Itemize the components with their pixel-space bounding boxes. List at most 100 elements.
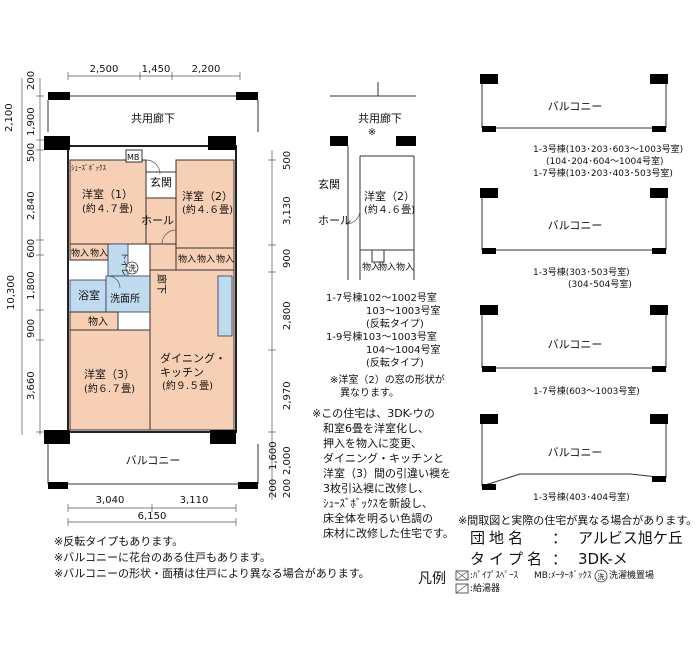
type-value: 3DK-メ (578, 550, 628, 568)
label-closet-c: 物入 (88, 315, 108, 328)
renovation-note: ※この住宅は、3DK-ウの 和室6畳を洋室化し、 押入を物入に変更、 ダイニング… (312, 406, 454, 541)
balcony-type-3 (480, 305, 668, 372)
label-western1-area: (約４.７畳) (82, 202, 133, 215)
legend-water-heater: :給湯器 (470, 584, 501, 594)
dim-left-1: 2,100 (4, 103, 15, 132)
balcony-type-4-cap-0: 1-3号棟(403･404号室) (533, 491, 630, 503)
label-shoes-box: ｼｭｰｽﾞﾎﾞｯｸｽ (71, 164, 106, 172)
legend-pipe-space: :ﾊﾟｲﾌﾟｽﾍﾟｰｽ (470, 571, 519, 581)
dim-top-0: 2,500 (90, 64, 119, 75)
label-closet-a2: 物入 (90, 247, 108, 259)
renovation-note-6: ｼｭｰｽﾞﾎﾞｯｸｽを新設し、 (312, 497, 433, 510)
bottom-notes: ※反転タイプもあります。 ※バルコニーに花台のある住戸もあります。 ※バルコニー… (54, 534, 370, 582)
dim-right-5: 1,600 (268, 441, 279, 470)
dim-left-0: 200 (26, 71, 37, 90)
kitchen-counter (217, 275, 233, 337)
dim-left-7: 10,300 (6, 275, 17, 310)
window-note-0: ※洋室（2）の窓の形状が (330, 375, 445, 386)
renovation-note-4: 洋室（3）間の引違い襖を (312, 467, 451, 480)
label-closet-b2: 物入 (197, 253, 215, 265)
label-closet-b3: 物入 (216, 253, 234, 265)
dim-left-4: 2,840 (26, 191, 37, 220)
label-hall: ホール (141, 214, 174, 227)
label-closet-b1: 物入 (178, 253, 196, 265)
right-dimensions: 500 3,130 900 2,800 2,970 1,600 2,000 20… (268, 150, 293, 500)
dim-left-6: 1,800 (26, 271, 37, 300)
dim-top-1: 1,450 (142, 64, 171, 75)
top-dimensions: 2,500 1,450 2,200 (67, 64, 241, 80)
dim-total-width: 6,150 (138, 511, 167, 522)
complex-label: 団地名 (470, 529, 528, 547)
corridor-railing (47, 92, 259, 132)
label-dk-area: (約９.５畳) (162, 379, 213, 392)
variant-entrance: 玄関 (318, 177, 340, 191)
dim-left-3: 500 (26, 143, 37, 162)
variant-plan (330, 82, 416, 280)
dim-right-8: 200 (282, 479, 293, 498)
balcony-type-1-label: バルコニー (548, 100, 603, 113)
variant-applies-4: 104～1004号室 (326, 345, 441, 356)
dim-right-2: 900 (282, 249, 293, 268)
renovation-note-2: 押入を物入に変更、 (312, 437, 422, 450)
window-note: ※洋室（2）の窓の形状が 異なります。 (330, 374, 445, 400)
variant-closet-3: 物入 (396, 261, 414, 273)
diff-note: ※間取図と実際の住宅が異なる場合があります。 (458, 514, 698, 527)
variant-closet-1: 物入 (362, 261, 380, 273)
window-note-1: 異なります。 (330, 388, 399, 399)
label-closet-a1: 物入 (71, 247, 89, 259)
label-mb: MB (127, 153, 139, 162)
label-hallway: 廊下 (155, 274, 168, 294)
type-row: タイプ名：3DK-メ (470, 550, 628, 568)
label-western3-area: (約６.７畳) (84, 382, 135, 395)
label-dk2: キッチン (160, 366, 204, 379)
complex-value: アルビス旭ケ丘 (578, 529, 683, 547)
corridor-label: 共用廊下 (131, 111, 175, 125)
legend-symbols (455, 569, 608, 594)
variant-corridor-label: 共用廊下 (358, 111, 402, 125)
variant-western2: 洋室（2） (364, 189, 415, 203)
complex-colon: ： (552, 529, 568, 547)
dim-top-2: 2,200 (192, 64, 221, 75)
balcony-type-2-cap-1: (304･504号室) (568, 278, 632, 290)
label-western2-area: (約４.６畳) (182, 203, 233, 216)
dim-bottom-1: 3,110 (180, 495, 209, 506)
balcony-type-1-cap-0: 1-3号棟(103･203･603～1003号室) (533, 143, 683, 155)
balcony-type-3-label: バルコニー (548, 338, 603, 351)
label-western2: 洋室（2） (182, 189, 233, 203)
meter-box (125, 149, 143, 163)
dim-left-9: 3,660 (26, 371, 37, 400)
room-western2 (175, 159, 235, 249)
dim-left-8: 900 (26, 319, 37, 338)
variant-western2-area: (約４.６畳) (364, 203, 415, 216)
legend-washer: 洗濯機置場 (609, 571, 655, 581)
variant-hall: ホール (318, 214, 351, 227)
bottom-note-0: ※反転タイプもあります。 (54, 535, 184, 548)
balcony-type-2 (480, 188, 668, 254)
room-western1 (69, 159, 147, 245)
label-western3: 洋室（3） (84, 367, 135, 381)
variant-applies-0: 1-7号棟102～1002号室 (326, 293, 437, 304)
dim-right-0: 500 (282, 151, 293, 170)
dim-right-1: 3,130 (282, 196, 293, 225)
washroom-area (105, 275, 151, 313)
unit-walls (44, 136, 237, 444)
balcony-label: バルコニー (126, 454, 181, 467)
renovation-note-5: 3枚引込襖に改修し、 (312, 482, 429, 495)
balcony-type-2-label: バルコニー (548, 219, 603, 232)
bath-area (69, 279, 107, 313)
label-western1: 洋室（1） (82, 187, 133, 201)
balcony-type-4-label: バルコニー (548, 446, 603, 459)
variant-mark: ※ (368, 127, 376, 138)
label-dk1: ダイニング・ (160, 351, 226, 365)
bottom-note-2: ※バルコニーの形状・面積は住戸により異なる場合があります。 (54, 567, 370, 580)
left-dimensions: 200 2,100 1,900 500 2,840 600 1,800 10,3… (4, 71, 44, 435)
dim-left-2: 1,900 (26, 107, 37, 136)
hall-area (145, 197, 177, 245)
label-toilet: トイレ (120, 252, 129, 276)
variant-applies-3: 1-9号棟103～1003号室 (326, 332, 437, 343)
renovation-note-7: 床全体を明るい色調の (312, 512, 433, 525)
balcony-type-1 (480, 74, 668, 132)
dim-right-7: 200 (268, 479, 279, 498)
washer-icon (594, 569, 608, 583)
